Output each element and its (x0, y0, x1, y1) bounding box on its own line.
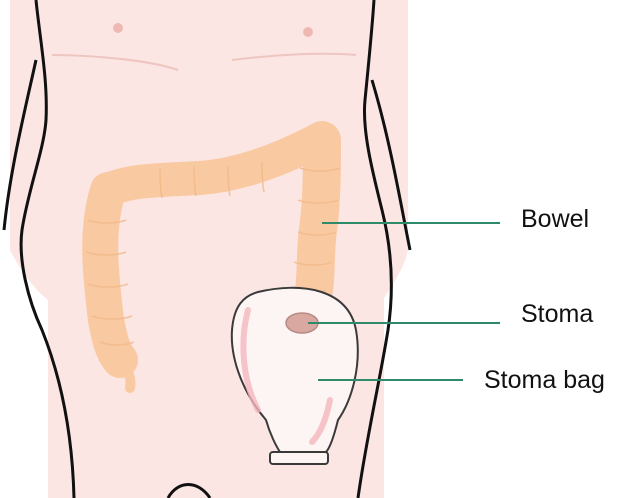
nipple-right (303, 27, 313, 37)
nipple-left (113, 23, 123, 33)
stoma-bag-outlet (270, 452, 328, 464)
bowel-label: Bowel (521, 207, 589, 232)
stoma-label: Stoma (521, 302, 593, 327)
upper-torso-skin (10, 0, 408, 498)
stoma-bag-label: Stoma bag (484, 368, 605, 393)
